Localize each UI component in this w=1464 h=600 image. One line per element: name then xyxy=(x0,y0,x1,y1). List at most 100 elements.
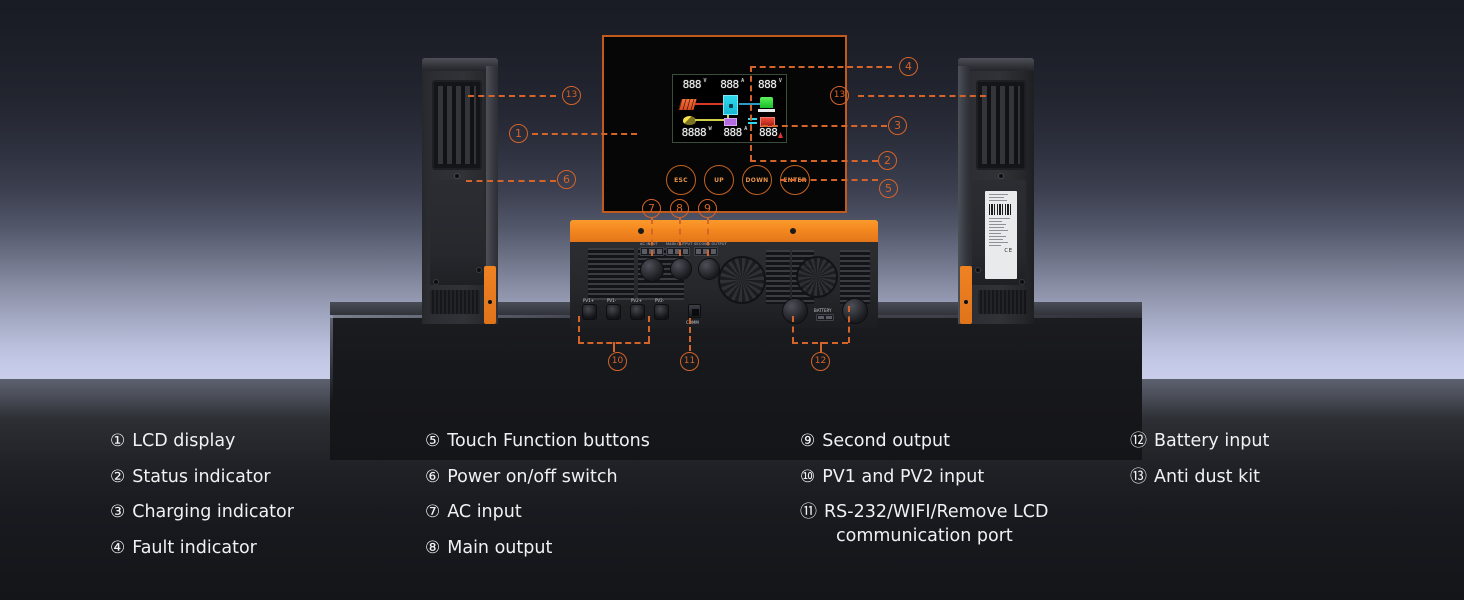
flow-line-aux xyxy=(695,119,729,121)
legend-label-comm-port-line1: RS-232/WIFI/Remove LCD xyxy=(824,502,1049,523)
legend-label-power-switch: Power on/off switch xyxy=(447,466,618,487)
down-button[interactable]: DOWN xyxy=(742,165,772,195)
ac-load-base-icon xyxy=(758,109,775,112)
lcd-unit: A xyxy=(741,78,744,84)
up-button[interactable]: UP xyxy=(704,165,734,195)
tower-screw xyxy=(488,300,492,304)
leader-12-right xyxy=(848,306,850,343)
pv1-positive-port[interactable] xyxy=(582,304,597,320)
legend-num-2: ② xyxy=(110,466,126,487)
grille-slats-right xyxy=(982,86,1020,164)
legend-label-status-indicator: Status indicator xyxy=(132,466,271,487)
pv1-positive-label: PV1+ xyxy=(583,298,595,303)
inverter-rear-panel: AC INPUT MAIN OUTPUT SECOND OUTPUT PV1+ … xyxy=(570,242,878,328)
dust-filter-grille-left xyxy=(432,80,482,170)
leader-11-vertical xyxy=(689,318,691,351)
legend-item-4: ④ Fault indicator xyxy=(110,537,294,561)
legend-item-2: ② Status indicator xyxy=(110,466,294,490)
product-spec-label: CE xyxy=(985,191,1017,279)
battery-label: BATTERY xyxy=(814,308,832,313)
legend-num-9: ⑨ xyxy=(800,431,816,451)
leader-9-vertical xyxy=(707,218,709,256)
tower-lower-panel-left xyxy=(430,180,484,285)
leader-4-vertical xyxy=(750,66,752,140)
main-output-breaker[interactable] xyxy=(666,247,690,256)
legend-item-9: ⑨ Second output xyxy=(800,430,1049,454)
legend-label-charging-indicator: Charging indicator xyxy=(132,502,294,523)
pv1-negative-port[interactable] xyxy=(606,304,621,320)
legend-item-6: ⑥ Power on/off switch xyxy=(425,466,650,490)
tower-screw xyxy=(434,280,438,284)
callout-12: 12 xyxy=(811,352,830,371)
callout-13-left: 13 xyxy=(562,86,581,105)
second-output-breaker[interactable] xyxy=(694,247,718,256)
leader-10-base xyxy=(578,342,650,344)
inverter-top-bar xyxy=(570,220,878,242)
battery-polarity-indicator xyxy=(816,314,834,321)
ce-mark-icon: CE xyxy=(1004,248,1013,254)
tower-screw xyxy=(976,268,980,272)
legend-item-3: ③ Charging indicator xyxy=(110,501,294,525)
pv2-negative-port[interactable] xyxy=(654,304,669,320)
leader-3 xyxy=(762,125,887,127)
tower-screw xyxy=(999,174,1003,178)
callout-1: 1 xyxy=(509,124,528,143)
leader-8-vertical xyxy=(679,218,681,256)
tower-perforation-right xyxy=(978,290,1028,314)
battery-positive-terminal[interactable] xyxy=(782,298,808,324)
leader-6 xyxy=(466,180,556,182)
callout-9: 9 xyxy=(698,199,717,218)
battery-negative-terminal[interactable] xyxy=(842,298,868,324)
leader-2-vertical xyxy=(750,125,752,161)
inverter-unit: AC INPUT MAIN OUTPUT SECOND OUTPUT PV1+ … xyxy=(570,220,878,328)
tower-cap-right xyxy=(958,58,1034,71)
lcd-flow-diagram xyxy=(673,95,786,127)
legend-label-ac-input: AC input xyxy=(447,502,522,523)
legend-label-anti-dust-kit: Anti dust kit xyxy=(1154,466,1260,487)
leader-2 xyxy=(750,160,878,162)
sun-gauge-icon xyxy=(683,116,696,125)
leader-10-stem xyxy=(613,342,615,352)
legend-num-11: ⑪ xyxy=(800,502,817,523)
tower-orange-accent-left xyxy=(484,266,496,324)
legend-num-5: ⑤ xyxy=(425,431,441,451)
legend-label-comm-port: RS-232/WIFI/Remove LCD communication por… xyxy=(824,501,1049,548)
tower-screw xyxy=(477,268,481,272)
cooling-fan-left xyxy=(718,256,766,304)
legend-item-5: ⑤ Touch Function buttons xyxy=(425,430,650,454)
anti-dust-kit-right: CE xyxy=(958,58,1034,324)
dust-filter-grille-right xyxy=(976,80,1026,170)
esc-button[interactable]: ESC xyxy=(666,165,696,195)
legend-num-6: ⑥ xyxy=(425,466,441,487)
legend-label-comm-port-line2: communication port xyxy=(836,525,1013,546)
heatsink-vent-left xyxy=(588,248,634,300)
legend-item-1: ① LCD display xyxy=(110,430,294,454)
barcode xyxy=(989,204,1013,215)
callout-6: 6 xyxy=(557,170,576,189)
ac-input-label: AC INPUT xyxy=(640,242,658,246)
legend-column-1: ① LCD display ② Status indicator ③ Charg… xyxy=(110,430,294,573)
legend-num-12: ⑫ xyxy=(1130,431,1147,451)
power-onoff-switch[interactable] xyxy=(638,228,644,234)
legend-column-3: ⑨ Second output ⑩ PV1 and PV2 input ⑪ RS… xyxy=(800,430,1049,561)
leader-10-bracket xyxy=(578,316,650,342)
leader-12-stem xyxy=(820,342,822,352)
second-output-knob[interactable] xyxy=(698,258,720,280)
callout-3: 3 xyxy=(888,116,907,135)
main-output-knob[interactable] xyxy=(670,258,692,280)
leader-7-vertical xyxy=(651,218,653,256)
comm-port[interactable] xyxy=(688,304,701,318)
legend-label-main-output: Main output xyxy=(447,537,553,558)
legend: ① LCD display ② Status indicator ③ Charg… xyxy=(0,430,1464,600)
tower-side-panel-left xyxy=(486,66,498,324)
legend-num-4: ④ xyxy=(110,537,126,558)
ac-input-knob[interactable] xyxy=(640,258,664,282)
tower-orange-accent-right xyxy=(960,266,972,324)
tower-screw xyxy=(1020,280,1024,284)
pv2-positive-port[interactable] xyxy=(630,304,645,320)
